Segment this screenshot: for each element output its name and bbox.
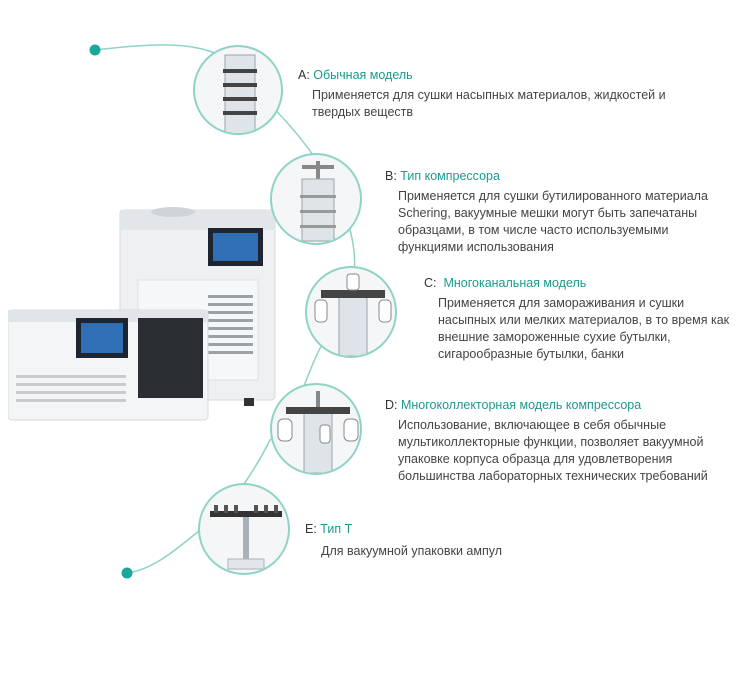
item-a-title: Обычная модель — [313, 68, 413, 82]
start-dot — [89, 44, 101, 56]
item-d-desc: Использование, включающее в себя обычные… — [398, 418, 708, 483]
item-e-title: Тип Т — [320, 522, 353, 536]
item-e: E: Тип Т Для вакуумной упаковки ампул — [305, 521, 685, 560]
item-c: C: Многоканальная модель Применяется для… — [424, 275, 750, 363]
item-b: B: Тип компрессора Применяется для сушки… — [385, 168, 750, 256]
product-image-c — [305, 266, 397, 358]
item-d-letter: D: — [385, 398, 398, 412]
item-e-desc: Для вакуумной упаковки ампул — [321, 544, 503, 558]
end-dot — [121, 567, 133, 579]
item-c-title: Многоканальная модель — [443, 276, 587, 290]
item-e-letter: E: — [305, 522, 317, 536]
product-image-d — [270, 383, 362, 475]
product-image-a — [193, 45, 283, 135]
item-b-title: Тип компрессора — [400, 169, 500, 183]
item-a-desc: Применяется для сушки насыпных материало… — [312, 88, 666, 119]
item-d: D: Многоколлекторная модель компрессора … — [385, 397, 750, 485]
item-b-desc: Применяется для сушки бутилированного ма… — [398, 189, 708, 254]
item-d-title: Многоколлекторная модель компрессора — [400, 398, 642, 412]
item-c-letter: C: — [424, 276, 437, 290]
product-image-e — [198, 483, 290, 575]
item-c-desc: Применяется для замораживания и сушки на… — [438, 296, 730, 361]
product-image-b — [270, 153, 362, 245]
item-b-letter: B: — [385, 169, 397, 183]
item-a-letter: A: — [298, 68, 310, 82]
item-a: A: Обычная модель Применяется для сушки … — [298, 67, 678, 121]
machine-illustration — [7, 200, 278, 430]
